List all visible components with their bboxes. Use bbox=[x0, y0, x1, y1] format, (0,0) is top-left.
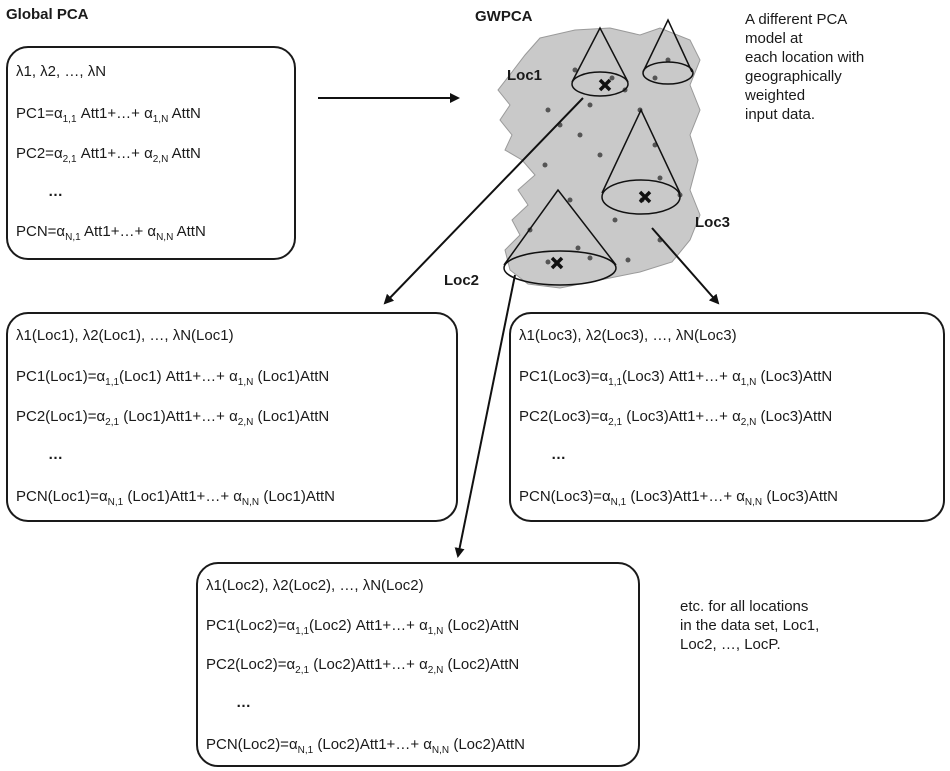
loc2-kernel-cone bbox=[503, 188, 617, 286]
loc3-kernel-cone bbox=[601, 108, 681, 215]
note-line: input data. bbox=[745, 106, 816, 123]
loc2-pca-box: λ1(Loc2), λ2(Loc2), …, λN(Loc2) PC1(Loc2… bbox=[196, 562, 640, 767]
global-pca-heading: Global PCA bbox=[6, 6, 89, 23]
ireland-map-shape bbox=[497, 27, 701, 289]
location-markers bbox=[550, 78, 652, 270]
pcn-equation: PCN=αN,1 Att1+…+ αN,N AttN bbox=[16, 223, 206, 243]
eigenvalues-line: λ1(Loc2), λ2(Loc2), …, λN(Loc2) bbox=[206, 577, 424, 594]
loc1-arrow bbox=[383, 97, 584, 305]
pcn-equation: PCN(Loc1)=αN,1 (Loc1)Att1+…+ αN,N (Loc1)… bbox=[16, 488, 336, 508]
note-line: in the data set, Loc1, bbox=[680, 617, 820, 634]
loc1-marker-icon bbox=[598, 78, 612, 92]
ellipsis: … bbox=[48, 446, 64, 463]
ellipsis: … bbox=[236, 694, 252, 711]
loc2-label: Loc2 bbox=[444, 272, 480, 289]
loc2-marker-icon bbox=[550, 256, 564, 270]
note-line: geographically bbox=[745, 68, 842, 85]
note-line: model at bbox=[745, 30, 803, 47]
loc1-label: Loc1 bbox=[507, 67, 543, 84]
note-line: etc. for all locations bbox=[680, 598, 809, 615]
eigenvalues-line: λ1(Loc3), λ2(Loc3), …, λN(Loc3) bbox=[519, 327, 737, 344]
pc1-equation: PC1(Loc3)=α1,1(Loc3) Att1+…+ α1,N (Loc3)… bbox=[519, 368, 833, 388]
loc2-arrow bbox=[454, 274, 516, 558]
kernel-cone bbox=[642, 18, 694, 85]
note-line: A different PCA bbox=[745, 11, 848, 28]
gwpca-heading: GWPCA bbox=[475, 8, 533, 25]
ellipsis: … bbox=[48, 183, 64, 200]
pc1-equation: PC1(Loc2)=α1,1(Loc2) Att1+…+ α1,N (Loc2)… bbox=[206, 617, 520, 637]
pcn-equation: PCN(Loc3)=αN,1 (Loc3)Att1+…+ αN,N (Loc3)… bbox=[519, 488, 839, 508]
global-pca-box: λ1, λ2, …, λN PC1=α1,1 Att1+…+ α1,N AttN… bbox=[6, 46, 296, 260]
pc2-equation: PC2(Loc2)=α2,1 (Loc2)Att1+…+ α2,N (Loc2)… bbox=[206, 656, 520, 676]
loc3-label: Loc3 bbox=[695, 214, 731, 231]
loc3-arrow bbox=[651, 227, 720, 305]
note-line: each location with bbox=[745, 49, 865, 66]
pc1-equation: PC1(Loc1)=α1,1(Loc1) Att1+…+ α1,N (Loc1)… bbox=[16, 368, 330, 388]
eigenvalues-line: λ1, λ2, …, λN bbox=[16, 63, 107, 80]
note-line: Loc2, …, LocP. bbox=[680, 636, 781, 653]
loc1-kernel-cone bbox=[571, 26, 629, 97]
pc2-equation: PC2=α2,1 Att1+…+ α2,N AttN bbox=[16, 145, 201, 165]
pc2-equation: PC2(Loc3)=α2,1 (Loc3)Att1+…+ α2,N (Loc3)… bbox=[519, 408, 833, 428]
loc3-pca-box: λ1(Loc3), λ2(Loc3), …, λN(Loc3) PC1(Loc3… bbox=[509, 312, 945, 522]
ellipsis: … bbox=[551, 446, 567, 463]
loc3-marker-icon bbox=[638, 190, 652, 204]
pc2-equation: PC2(Loc1)=α2,1 (Loc1)Att1+…+ α2,N (Loc1)… bbox=[16, 408, 330, 428]
note-line: weighted bbox=[745, 87, 806, 104]
all-locations-note: etc. for all locations in the data set, … bbox=[680, 597, 819, 654]
gwpca-explanation-note: A different PCA model at each location w… bbox=[745, 10, 864, 124]
loc1-pca-box: λ1(Loc1), λ2(Loc1), …, λN(Loc1) PC1(Loc1… bbox=[6, 312, 458, 522]
pcn-equation: PCN(Loc2)=αN,1 (Loc2)Att1+…+ αN,N (Loc2)… bbox=[206, 736, 526, 756]
pc1-equation: PC1=α1,1 Att1+…+ α1,N AttN bbox=[16, 105, 201, 125]
eigenvalues-line: λ1(Loc1), λ2(Loc1), …, λN(Loc1) bbox=[16, 327, 234, 344]
